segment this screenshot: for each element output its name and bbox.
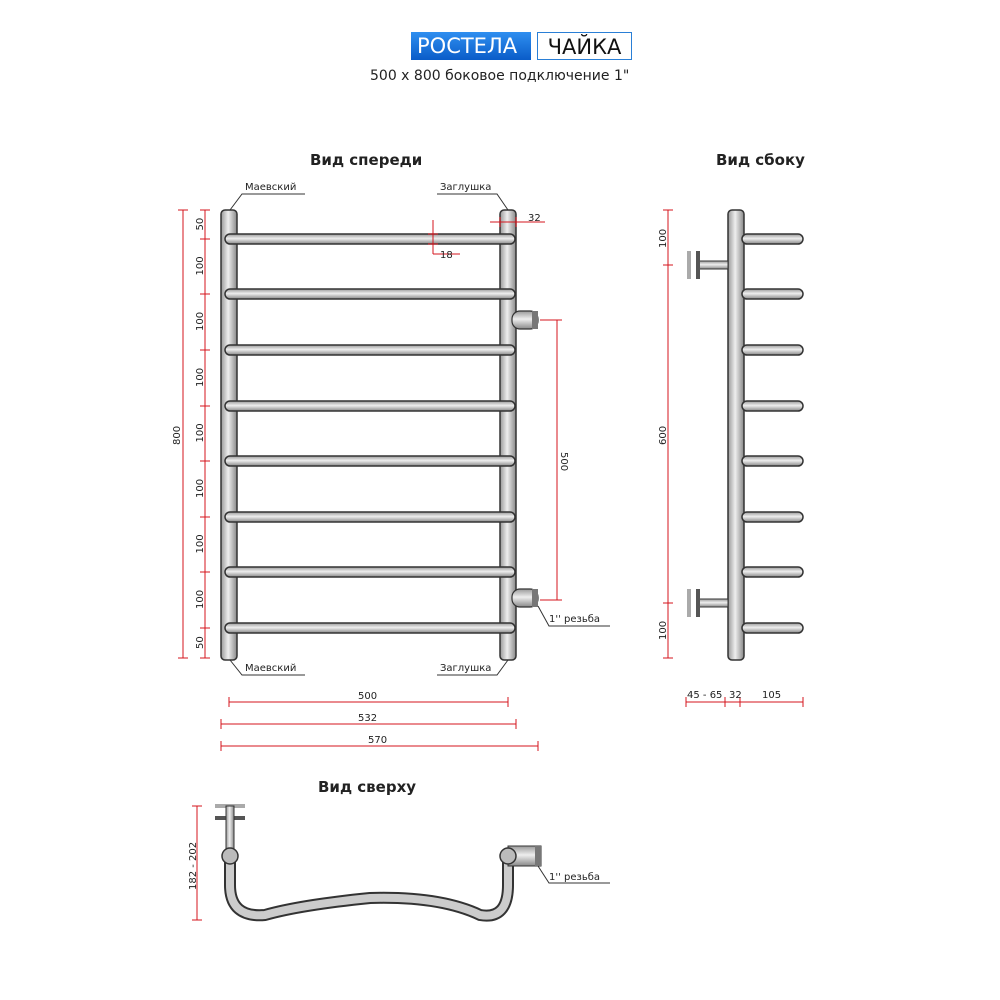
callout-thread: 1'' резьба [549,614,600,625]
top-dim-depth: 182 - 202 [188,842,199,890]
leader [437,193,509,211]
front-rung [224,566,516,578]
front-rung [224,233,516,245]
wall-bracket-stem [697,260,729,270]
dim-segment: 100 [195,423,206,442]
wall-plate [687,251,691,279]
side-rung [741,455,804,467]
brand-logo: РОСТЕЛА [411,32,531,60]
side-rung [741,622,804,634]
front-rung [224,344,516,356]
callout-mayevsky-top: Маевский [245,182,296,193]
side-dim-wall: 45 - 65 [687,690,722,701]
model-name: ЧАЙКА [537,32,632,60]
left-pipe-section [221,847,239,865]
top-callout-thread: 1'' резьба [549,872,600,883]
leader [437,659,509,676]
dim-height: 800 [172,426,183,445]
top-view-title: Вид сверху [318,778,417,796]
callout-plug-top: Заглушка [440,182,491,193]
front-rung [224,455,516,467]
dim-width-570: 570 [368,735,387,746]
front-rung [224,288,516,300]
leader [537,865,610,884]
front-rung [224,511,516,523]
connector-thread [532,589,538,607]
dim-pipe-dia: 32 [528,213,541,224]
dim-segment: 100 [195,534,206,553]
side-rung [741,400,804,412]
bracket-flange [696,589,700,617]
dim-width-500: 500 [358,691,377,702]
side-dim-bottom: 100 [658,621,669,640]
top-pipe [226,852,512,920]
side-rung [741,288,804,300]
dim-width-532: 532 [358,713,377,724]
callout-mayevsky-bottom: Маевский [245,663,296,674]
front-rung [224,622,516,634]
callout-plug-bottom: Заглушка [440,663,491,674]
dim-segment: 100 [195,590,206,609]
dim-segment: 50 [195,636,206,649]
connector-thread [535,846,541,866]
right-pipe-section [499,847,517,865]
connector-thread [532,311,538,329]
front-rung [224,400,516,412]
side-dim-middle: 600 [658,426,669,445]
side-rung [741,233,804,245]
leader [229,193,305,211]
bracket-flange [696,251,700,279]
dim-rung-dia: 18 [440,250,453,261]
side-dim-rung: 105 [762,690,781,701]
wall-plate [687,589,691,617]
dim-center-distance: 500 [558,452,569,471]
side-rung [741,511,804,523]
left-vertical-pipe [220,209,238,661]
side-dim-top: 100 [658,229,669,248]
side-view-title: Вид сбоку [716,151,805,169]
leader [229,659,305,676]
dim-segment: 100 [195,479,206,498]
wall-bracket-stem [697,598,729,608]
side-vertical-pipe [727,209,745,661]
leader [537,605,610,627]
dim-segment: 100 [195,368,206,387]
dim-segment: 50 [195,218,206,231]
side-rung [741,344,804,356]
subtitle: 500 x 800 боковое подключение 1" [370,68,630,84]
dim-segment: 100 [195,256,206,275]
dim-segment: 100 [195,312,206,331]
front-view-title: Вид спереди [310,151,423,169]
side-rung [741,566,804,578]
side-dim-pipe: 32 [729,690,742,701]
